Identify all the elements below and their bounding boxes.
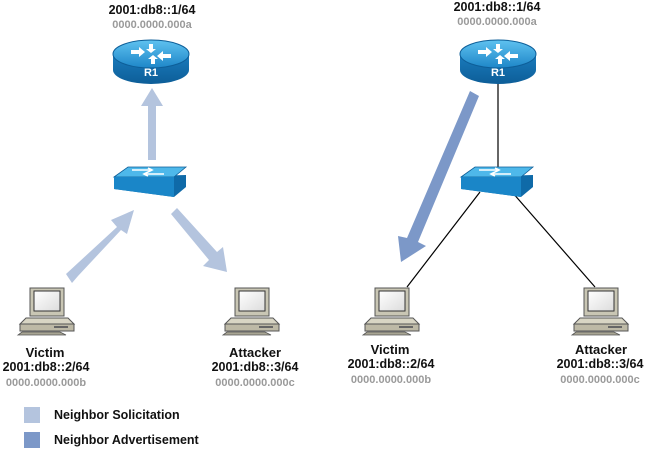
left-solicitation-arrows [66,88,227,283]
legend-item-advertisement: Neighbor Advertisement [24,431,199,449]
arrow-switch-to-router [141,88,163,160]
right-victim-name: Victim [370,342,410,357]
left-attacker-mac: 0000.0000.000c [215,377,295,389]
right-attacker-ip: 2001:db8::3/64 [556,357,644,371]
right-router-mac: 0000.0000.000a [457,16,537,28]
right-attacker-pc-icon [571,287,629,336]
left-switch-icon [113,166,187,198]
left-router-ip: 2001:db8::1/64 [108,3,196,17]
legend-swatch-advertisement [24,432,40,448]
left-attacker-pc-icon [222,287,280,336]
left-router-name: R1 [144,67,158,79]
legend-label-solicitation: Neighbor Solicitation [54,408,180,422]
right-attacker-name: Attacker [574,342,628,357]
right-links [406,82,596,288]
link-switch-attacker [511,191,596,288]
left-attacker-name: Attacker [228,345,282,360]
left-victim-mac: 0000.0000.000b [5,377,87,389]
arrow-switch-to-attacker [171,208,227,272]
arrow-victim-to-switch [66,210,134,283]
arrow-router-to-victim [398,91,479,262]
right-router-name: R1 [491,67,505,79]
right-victim-ip: 2001:db8::2/64 [347,357,435,371]
right-attacker-mac: 0000.0000.000c [560,374,640,386]
legend-swatch-solicitation [24,407,40,423]
right-victim-mac: 0000.0000.000b [350,374,432,386]
right-victim-pc-icon [362,287,420,336]
left-router-mac: 0000.0000.000a [112,19,192,31]
left-victim-name: Victim [25,345,65,360]
link-switch-victim [406,191,481,288]
left-victim-ip: 2001:db8::2/64 [2,360,90,374]
legend-label-advertisement: Neighbor Advertisement [54,433,199,447]
left-victim-pc-icon [17,287,75,336]
legend-item-solicitation: Neighbor Solicitation [24,406,180,424]
right-switch-icon [460,166,534,198]
left-attacker-ip: 2001:db8::3/64 [211,360,299,374]
right-router-ip: 2001:db8::1/64 [453,0,541,14]
